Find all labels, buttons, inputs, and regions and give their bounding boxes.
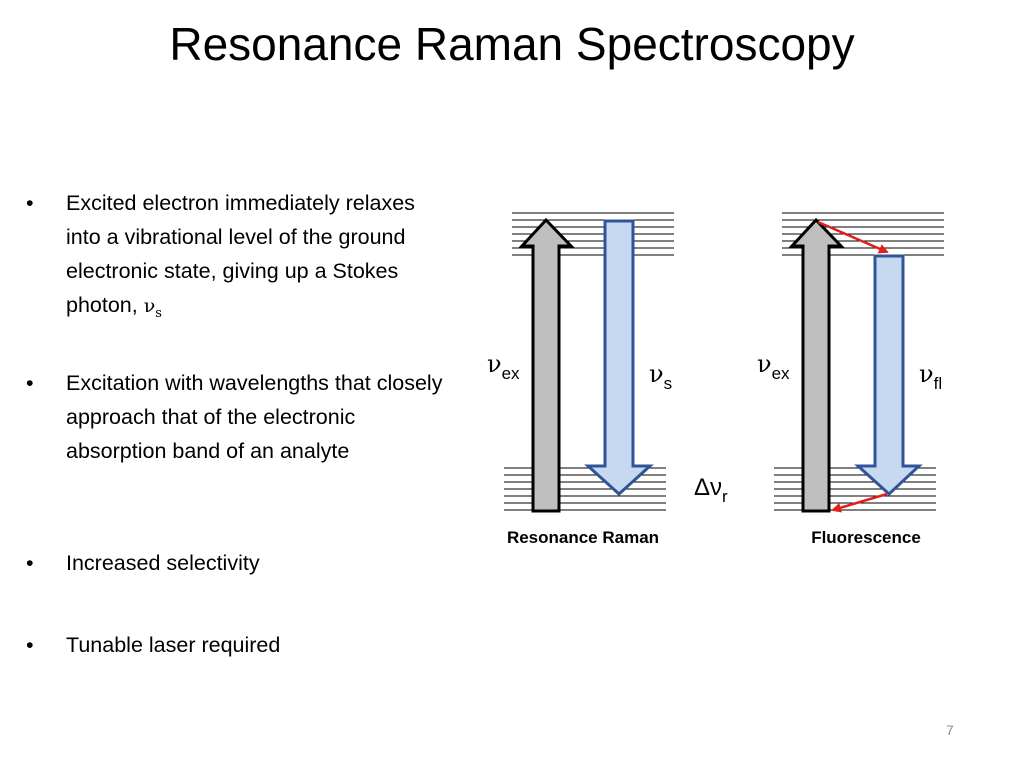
ground-relaxation-arrow xyxy=(831,492,888,513)
raman-shift-label: Δνr xyxy=(694,474,728,506)
bullet-text: Excited electron immediately relaxes int… xyxy=(66,191,415,317)
bullet-item: • Excited electron immediately relaxes i… xyxy=(26,186,446,366)
excitation-label: νex xyxy=(757,350,790,383)
stokes-symbol-letter: ν xyxy=(143,295,156,317)
fluorescence-caption: Fluorescence xyxy=(811,528,921,547)
bullet-dot-icon: • xyxy=(26,633,34,657)
resonance-raman-caption: Resonance Raman xyxy=(507,528,659,547)
slide-title: Resonance Raman Spectroscopy xyxy=(169,18,855,70)
bullet-text: Increased selectivity xyxy=(66,551,260,575)
bullet-item: • Tunable laser required xyxy=(26,628,446,662)
excitation-arrow xyxy=(518,217,575,513)
bullet-dot-icon: • xyxy=(26,191,34,215)
stokes-symbol-sub: s xyxy=(155,305,162,321)
excitation-label: νex xyxy=(487,350,520,383)
excitation-arrow xyxy=(788,217,845,513)
page-number: 7 xyxy=(946,722,954,738)
bullet-dot-icon: • xyxy=(26,371,34,395)
bullet-item: • Excitation with wavelengths that close… xyxy=(26,366,446,546)
bullet-text: Tunable laser required xyxy=(66,633,281,657)
vibrational-relaxation-arrow xyxy=(817,220,889,254)
stokes-label: νs xyxy=(649,360,672,393)
resonance-raman-panel: νex νs Resonance Raman xyxy=(487,212,674,547)
fluorescence-label: νfl xyxy=(919,360,942,393)
bullet-text: Excitation with wavelengths that closely… xyxy=(66,371,443,463)
fluorescence-panel: νex νfl Fluorescence xyxy=(757,212,944,547)
stokes-emission-arrow xyxy=(584,219,654,497)
fluorescence-emission-arrow xyxy=(854,254,923,497)
bullet-item: • Increased selectivity xyxy=(26,546,446,628)
bullet-list: • Excited electron immediately relaxes i… xyxy=(26,186,446,662)
stokes-symbol: νs xyxy=(143,295,162,321)
bullet-dot-icon: • xyxy=(26,551,34,575)
